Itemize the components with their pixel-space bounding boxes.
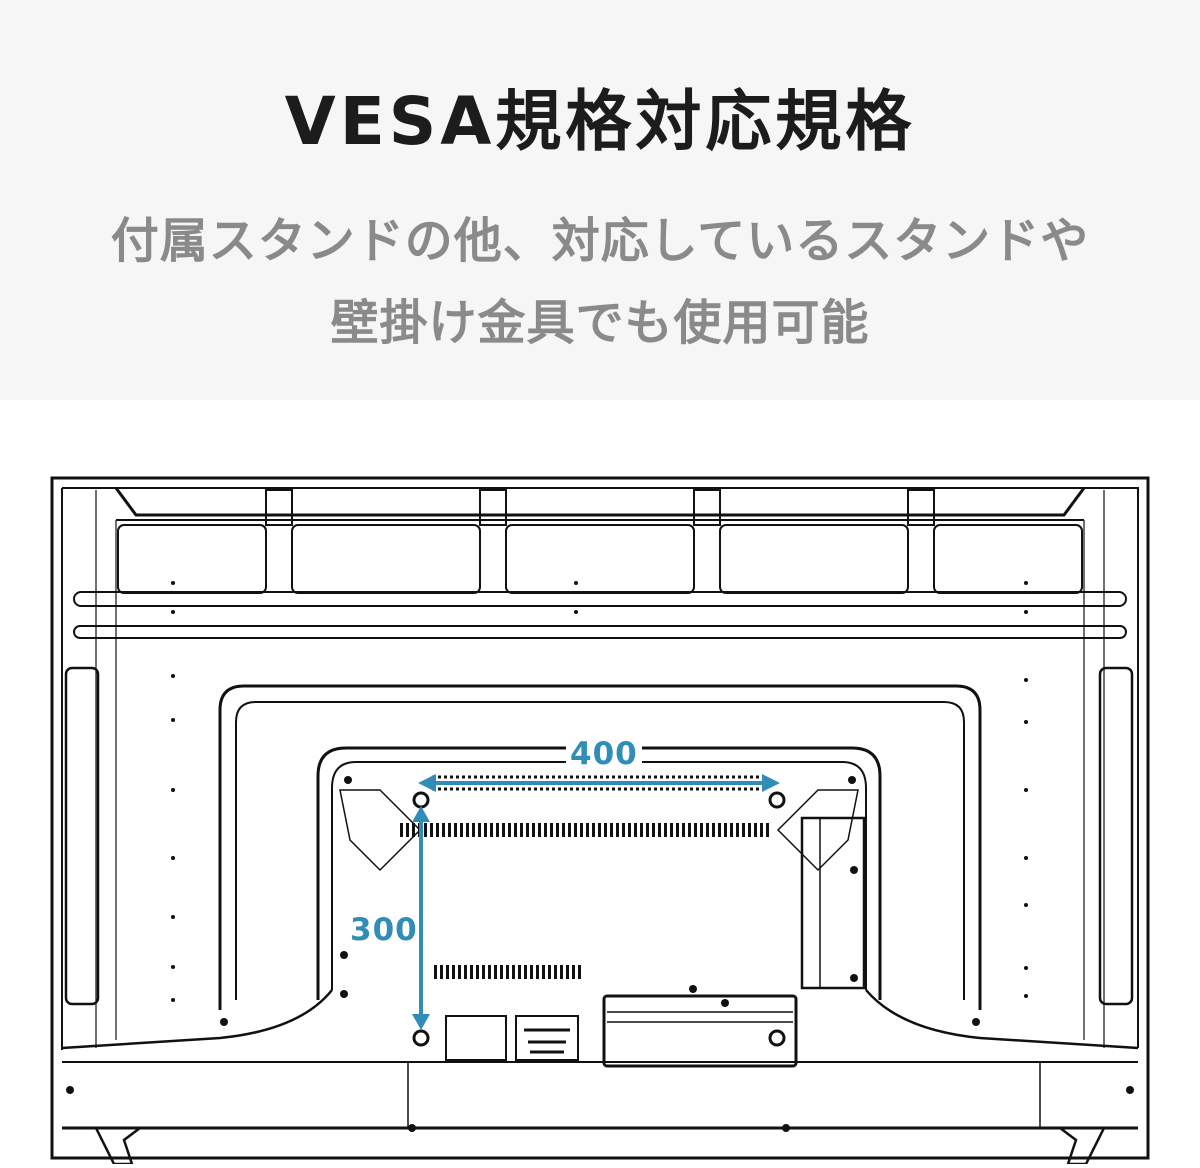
width-arrow-right-head <box>762 774 780 792</box>
mount-holes <box>171 581 1028 1002</box>
tv-rear-diagram: 400 300 <box>0 400 1200 1166</box>
top-pockets <box>117 489 1083 594</box>
tv-back-line-drawing <box>50 476 1150 1166</box>
subtitle: 付属スタンドの他、対応しているスタンドや 壁掛け金具でも使用可能 <box>0 200 1200 364</box>
height-dimension-label: 300 <box>350 912 418 948</box>
subtitle-line-2: 壁掛け金具でも使用可能 <box>330 295 870 351</box>
height-arrow-bottom-head <box>412 1014 430 1030</box>
tv-outer-frame <box>50 476 1150 1160</box>
top-vents <box>432 775 760 791</box>
width-arrow-left-head <box>418 774 436 792</box>
height-arrow-top-head <box>412 806 430 822</box>
vesa-screws <box>412 791 786 1047</box>
page-title: VESA規格対応規格 <box>284 83 916 160</box>
dimension-arrows <box>412 774 780 1030</box>
header-band: VESA規格対応規格 付属スタンドの他、対応しているスタンドや 壁掛け金具でも使… <box>0 0 1200 400</box>
subtitle-line-1: 付属スタンドの他、対応しているスタンドや <box>110 213 1090 269</box>
width-dimension-label: 400 <box>566 736 642 772</box>
small-screws <box>66 776 1134 1132</box>
